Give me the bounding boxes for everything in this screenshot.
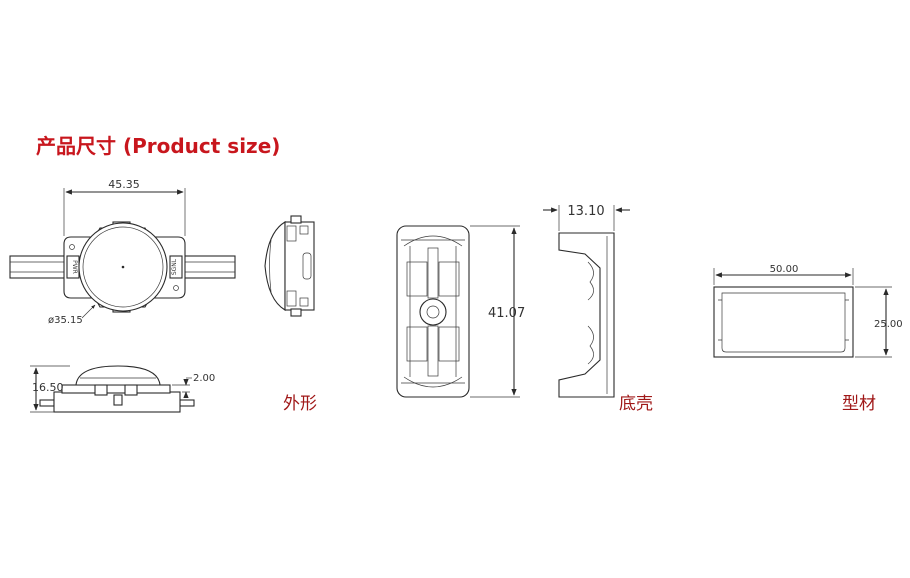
sgnl-label: SGNL xyxy=(171,258,178,275)
profile-view: 50.00 25.00 xyxy=(713,264,903,358)
page-title: 产品尺寸 (Product size) xyxy=(36,134,281,158)
base-side-view: 13.10 xyxy=(543,204,630,398)
base-side-outline xyxy=(558,232,615,398)
sgnl-label-box xyxy=(169,255,183,279)
height-dimension-25: 25.00 xyxy=(874,319,903,330)
top-view: PWR SGNL 45.35 ø35.15 xyxy=(9,178,236,326)
width-dimension-50: 50.00 xyxy=(770,264,799,275)
center-boss xyxy=(419,298,447,326)
side-view xyxy=(264,215,315,317)
offset-dimension-2: 2.00 xyxy=(193,373,215,384)
lens-inner xyxy=(82,226,164,308)
lens-profile xyxy=(264,221,286,311)
caption-base-shell: 底壳 xyxy=(619,394,653,414)
led-center xyxy=(121,265,125,269)
lens-dome-front xyxy=(75,365,161,386)
width-dimension-45: 45.35 xyxy=(108,178,140,191)
width-dimension-13: 13.10 xyxy=(567,204,604,219)
caption-profile: 型材 xyxy=(842,394,876,414)
profile-outline xyxy=(713,286,854,358)
front-view: 16.50 2.00 xyxy=(30,365,215,413)
base-bottom-view: 41.07 xyxy=(396,225,525,398)
height-dimension-16: 16.50 xyxy=(32,381,64,394)
pwr-label: PWR xyxy=(71,260,78,274)
diameter-dimension: ø35.15 xyxy=(48,315,83,326)
caption-appearance: 外形 xyxy=(283,394,317,414)
length-dimension-41: 41.07 xyxy=(488,306,525,321)
